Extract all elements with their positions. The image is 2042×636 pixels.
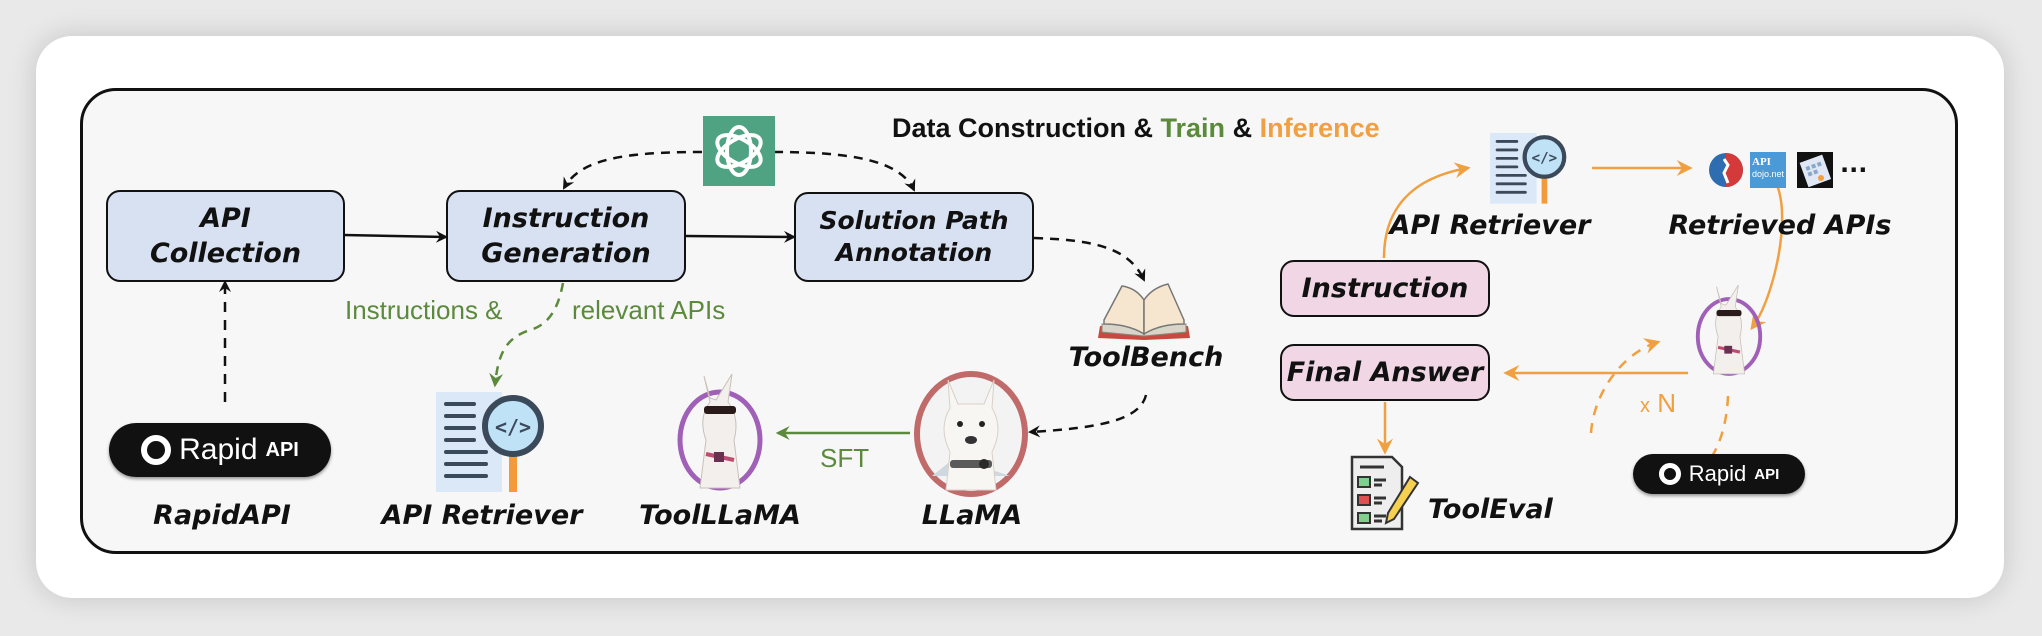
apidojo-icon: API dojo.net — [1750, 152, 1786, 188]
title-train: Train — [1160, 113, 1226, 143]
edge-instruction-to-retriever — [1382, 162, 1471, 259]
svg-text:</>: </> — [495, 415, 531, 439]
api-retriever-inference-icon: </> — [1490, 130, 1572, 208]
api-retriever-icon: </> — [436, 390, 552, 496]
rapidapi-suffix: API — [265, 438, 299, 461]
node-instruction-generation-line1: Instruction — [482, 202, 650, 234]
title-inference: Inference — [1259, 113, 1380, 143]
rapidapi-word-inference: Rapid — [1688, 461, 1747, 486]
label-retrieved-apis: Retrieved APIs — [1668, 210, 1892, 241]
repeat-label-n: N — [1657, 388, 1677, 418]
label-relevant-apis: relevant APIs — [572, 295, 726, 325]
label-instructions: Instructions & — [345, 295, 503, 325]
node-api-collection: API Collection — [106, 190, 345, 282]
node-instruction-generation: Instruction Generation — [446, 190, 686, 282]
node-solution-path-line1: Solution Path — [819, 205, 1009, 235]
llama-icon — [912, 368, 1030, 498]
node-api-collection-line2: Collection — [149, 238, 302, 269]
node-solution-path-annotation: Solution Path Annotation — [794, 192, 1034, 282]
edge-chatgpt-to-annotation — [773, 150, 916, 192]
edge-generation-to-annotation — [685, 230, 796, 243]
toolllama-icon — [670, 368, 770, 498]
node-final-answer: Final Answer — [1280, 344, 1490, 401]
label-toolbench: ToolBench — [1068, 342, 1224, 373]
node-instruction: Instruction — [1280, 260, 1490, 317]
retrieved-apis-ellipsis: ... — [1840, 150, 1868, 178]
openai-logo-icon — [703, 116, 775, 186]
label-toolllama: ToolLLaMA — [639, 500, 801, 531]
edge-collection-to-generation — [343, 230, 448, 243]
rapidapi-q-icon — [141, 435, 172, 465]
edge-chatgpt-to-generation — [562, 150, 703, 190]
label-api-retriever-train: API Retriever — [381, 500, 583, 531]
rapidapi-suffix-inference: API — [1754, 465, 1780, 483]
edge-rapidapi-to-toolllama — [1589, 338, 1661, 434]
open-book-icon — [1094, 280, 1194, 342]
label-tooleval: ToolEval — [1428, 494, 1553, 525]
label-llama: LLaMA — [921, 500, 1023, 531]
label-sft: SFT — [820, 443, 870, 473]
edge-toolbench-to-llama — [1028, 394, 1148, 438]
apidojo-text-top: API — [1752, 156, 1771, 168]
basketball-api-icon — [1708, 151, 1744, 189]
repeat-label: x N — [1640, 388, 1676, 419]
rapidapi-logo: Rapid API — [109, 423, 331, 477]
rapidapi-word: Rapid — [179, 433, 258, 466]
toolllama-inference-icon — [1690, 276, 1768, 386]
label-api-retriever-inference: API Retriever — [1389, 210, 1591, 241]
edge-annotation-to-toolbench — [1033, 236, 1146, 282]
edge-generation-to-retriever — [489, 282, 565, 388]
svg-text:</>: </> — [1532, 151, 1558, 167]
node-instruction-generation-line2: Generation — [481, 238, 651, 269]
node-api-collection-line1: API — [200, 202, 251, 234]
title-data-construction: Data Construction & — [892, 113, 1154, 143]
rapidapi-q-icon-inference — [1658, 463, 1681, 485]
node-instruction-label: Instruction — [1301, 272, 1469, 304]
calculator-app-icon — [1797, 152, 1833, 188]
label-rapidapi: RapidAPI — [153, 500, 291, 531]
repeat-label-x: x — [1640, 395, 1650, 417]
node-solution-path-line2: Annotation — [835, 238, 993, 267]
apidojo-text-bottom: dojo.net — [1752, 169, 1785, 179]
node-final-answer-label: Final Answer — [1286, 356, 1484, 388]
diagram-title: Data Construction & Train & Inference — [892, 113, 1380, 144]
tooleval-checklist-icon — [1346, 455, 1422, 531]
rapidapi-logo-inference: Rapid API — [1633, 454, 1805, 494]
title-ampersand: & — [1232, 113, 1253, 143]
